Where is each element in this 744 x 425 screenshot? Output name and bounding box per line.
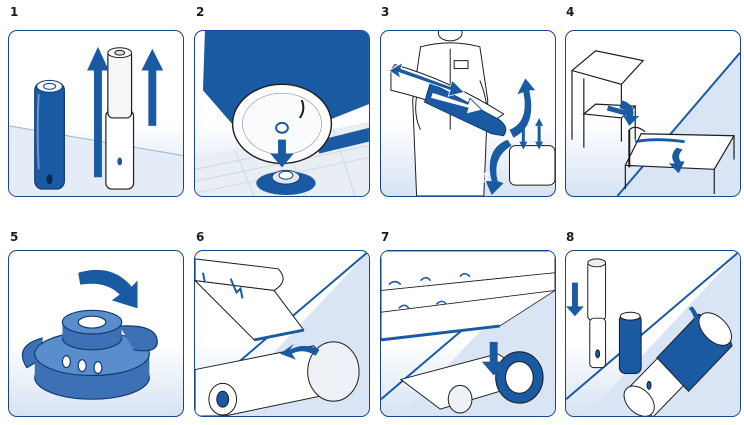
fold-roll-illustration bbox=[195, 251, 369, 416]
inflate-illustration: AIR AIR bbox=[381, 31, 555, 196]
step-number-8: 8 bbox=[566, 231, 574, 243]
valve-cap bbox=[22, 310, 157, 399]
pleat-roll-illustration bbox=[381, 251, 555, 416]
step-panel-2 bbox=[194, 30, 370, 197]
step-panel-8 bbox=[565, 250, 741, 417]
valve-attach-illustration bbox=[195, 31, 369, 196]
vertical-double-arrow-icon bbox=[519, 118, 543, 150]
step-panel-6 bbox=[194, 250, 370, 417]
bottle-parts bbox=[588, 259, 641, 374]
step-panel-4 bbox=[565, 30, 741, 197]
step-number-1: 1 bbox=[10, 6, 18, 18]
step-panel-3: AIR AIR bbox=[380, 30, 556, 197]
step-number-3: 3 bbox=[381, 6, 389, 18]
step-number-6: 6 bbox=[196, 231, 204, 243]
arrow-down-icon bbox=[566, 283, 584, 317]
step-panel-5 bbox=[8, 250, 184, 417]
final-packing-illustration bbox=[566, 251, 740, 416]
step-number-4: 4 bbox=[566, 6, 574, 18]
air-arrow-down-icon bbox=[486, 140, 512, 195]
chair-bed-illustration bbox=[566, 31, 740, 196]
pump-box bbox=[509, 146, 554, 186]
bottle-separation-illustration bbox=[9, 31, 183, 196]
dark-bottle bbox=[35, 80, 65, 189]
curved-arrow-icon bbox=[78, 270, 137, 308]
air-label-top: AIR bbox=[510, 95, 520, 108]
step-number-5: 5 bbox=[10, 231, 18, 243]
step-panel-7 bbox=[380, 250, 556, 417]
step-number-7: 7 bbox=[381, 231, 389, 243]
chair bbox=[572, 51, 643, 148]
white-bottle bbox=[106, 48, 134, 189]
step-number-2: 2 bbox=[196, 6, 204, 18]
arrow-up-icon bbox=[141, 49, 163, 126]
step-panel-1 bbox=[8, 30, 184, 197]
valve-closeup-illustration bbox=[9, 251, 183, 416]
folded-sheet bbox=[195, 259, 304, 340]
